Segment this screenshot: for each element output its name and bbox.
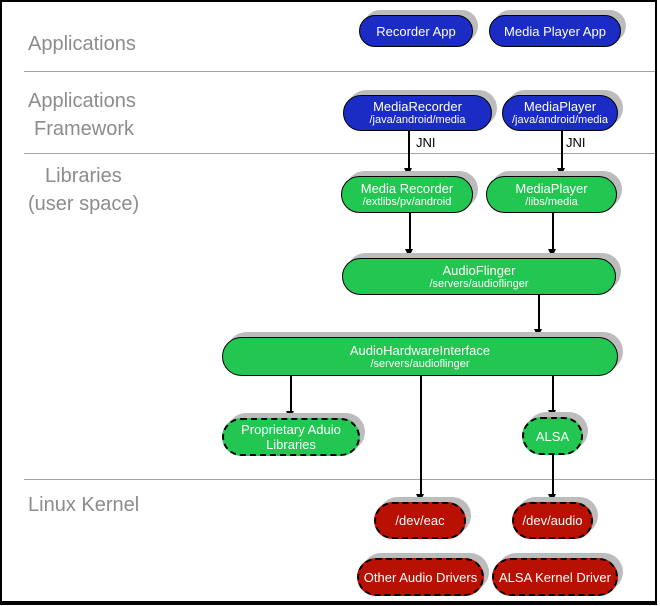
node-title: MediaPlayer (523, 99, 597, 114)
layer-label-line: Framework (34, 118, 135, 140)
connector-recorder-to-audioflinger (409, 213, 411, 249)
node-alsa-kernel-driver: ALSA Kernel Driver (492, 558, 618, 596)
node-proprietary-audio-libraries: Proprietary Aduio Libraries (222, 418, 360, 456)
connector-player-to-audioflinger (552, 213, 554, 249)
arrow-down-icon (548, 249, 556, 257)
layer-divider-applications (24, 71, 655, 72)
arrow-down-icon (548, 494, 556, 502)
node-title: ALSA Kernel Driver (499, 569, 611, 585)
node-title: Media Player App (504, 23, 606, 39)
connector-ahi-to-dev-eac (420, 376, 422, 494)
layer-label-line: Applications (28, 33, 136, 55)
node-subtitle: /extlibs/pv/android (362, 195, 452, 208)
arrow-down-icon (404, 168, 412, 176)
node-mediarecorder-framework: MediaRecorder /java/android/media (343, 95, 492, 131)
connector-ahi-to-alsa (552, 376, 554, 410)
node-title: MediaPlayer (515, 180, 588, 196)
node-title: /dev/eac (395, 513, 445, 528)
node-title-line1: Proprietary Aduio (241, 422, 341, 437)
arrow-down-icon (534, 329, 542, 337)
connector-alsa-to-dev-audio (552, 455, 554, 494)
jni-label-left: JNI (416, 135, 436, 150)
node-title: AudioHardwareInterface (349, 342, 491, 358)
node-title: MediaRecorder (373, 99, 462, 114)
arrow-down-icon (416, 494, 424, 502)
arrow-down-icon (557, 168, 565, 176)
layer-label-line: Linux Kernel (28, 494, 140, 516)
node-dev-audio: /dev/audio (512, 502, 593, 539)
node-subtitle: /java/android/media (369, 114, 466, 126)
layer-label-applications-framework: Applications Framework (28, 87, 136, 143)
node-title-line2: Libraries (266, 437, 316, 452)
node-title: ALSA (535, 428, 570, 444)
node-title: Recorder App (376, 23, 456, 39)
layer-label-line: Applications (28, 90, 136, 112)
connector-mediaplayer-jni-line (561, 131, 563, 168)
node-title: Media Recorder (360, 180, 454, 196)
node-mediaplayer-framework: MediaPlayer /java/android/media (502, 95, 618, 131)
node-subtitle: /libs/media (525, 195, 578, 208)
node-mediaplayer-library: MediaPlayer /libs/media (486, 176, 617, 213)
node-alsa: ALSA (522, 417, 583, 455)
arrow-down-icon (548, 410, 556, 418)
node-subtitle: /servers/audioflinger (370, 357, 470, 370)
node-recorder-app: Recorder App (359, 15, 473, 47)
node-title: /dev/audio (522, 513, 583, 528)
connector-audioflinger-to-ahi (538, 295, 540, 329)
arrow-down-icon (405, 249, 413, 257)
layer-divider-framework (24, 153, 655, 154)
jni-label-right: JNI (566, 135, 586, 150)
layer-divider-kernel (24, 479, 655, 480)
layer-label-applications: Applications (28, 30, 136, 58)
connector-ahi-to-proprietary (290, 376, 292, 411)
node-media-player-app: Media Player App (489, 15, 621, 47)
arrow-down-icon (286, 411, 294, 419)
layer-label-linux-kernel: Linux Kernel (28, 491, 139, 519)
layer-label-libraries: Libraries (user space) (28, 162, 139, 218)
node-subtitle: /java/android/media (511, 114, 608, 126)
node-title: AudioFlinger (442, 262, 516, 278)
layer-label-line: Libraries (45, 165, 122, 187)
node-audioflinger: AudioFlinger /servers/audioflinger (342, 258, 616, 295)
node-media-recorder-library: Media Recorder /extlibs/pv/android (341, 176, 473, 213)
node-dev-eac: /dev/eac (374, 502, 466, 539)
node-title: Other Audio Drivers (363, 569, 478, 585)
node-other-audio-drivers: Other Audio Drivers (357, 558, 484, 596)
node-audiohardwareinterface: AudioHardwareInterface /servers/audiofli… (222, 337, 618, 376)
layer-label-line: (user space) (28, 193, 140, 215)
node-subtitle: /servers/audioflinger (429, 277, 529, 290)
connector-mediarecorder-jni-line (408, 131, 410, 168)
